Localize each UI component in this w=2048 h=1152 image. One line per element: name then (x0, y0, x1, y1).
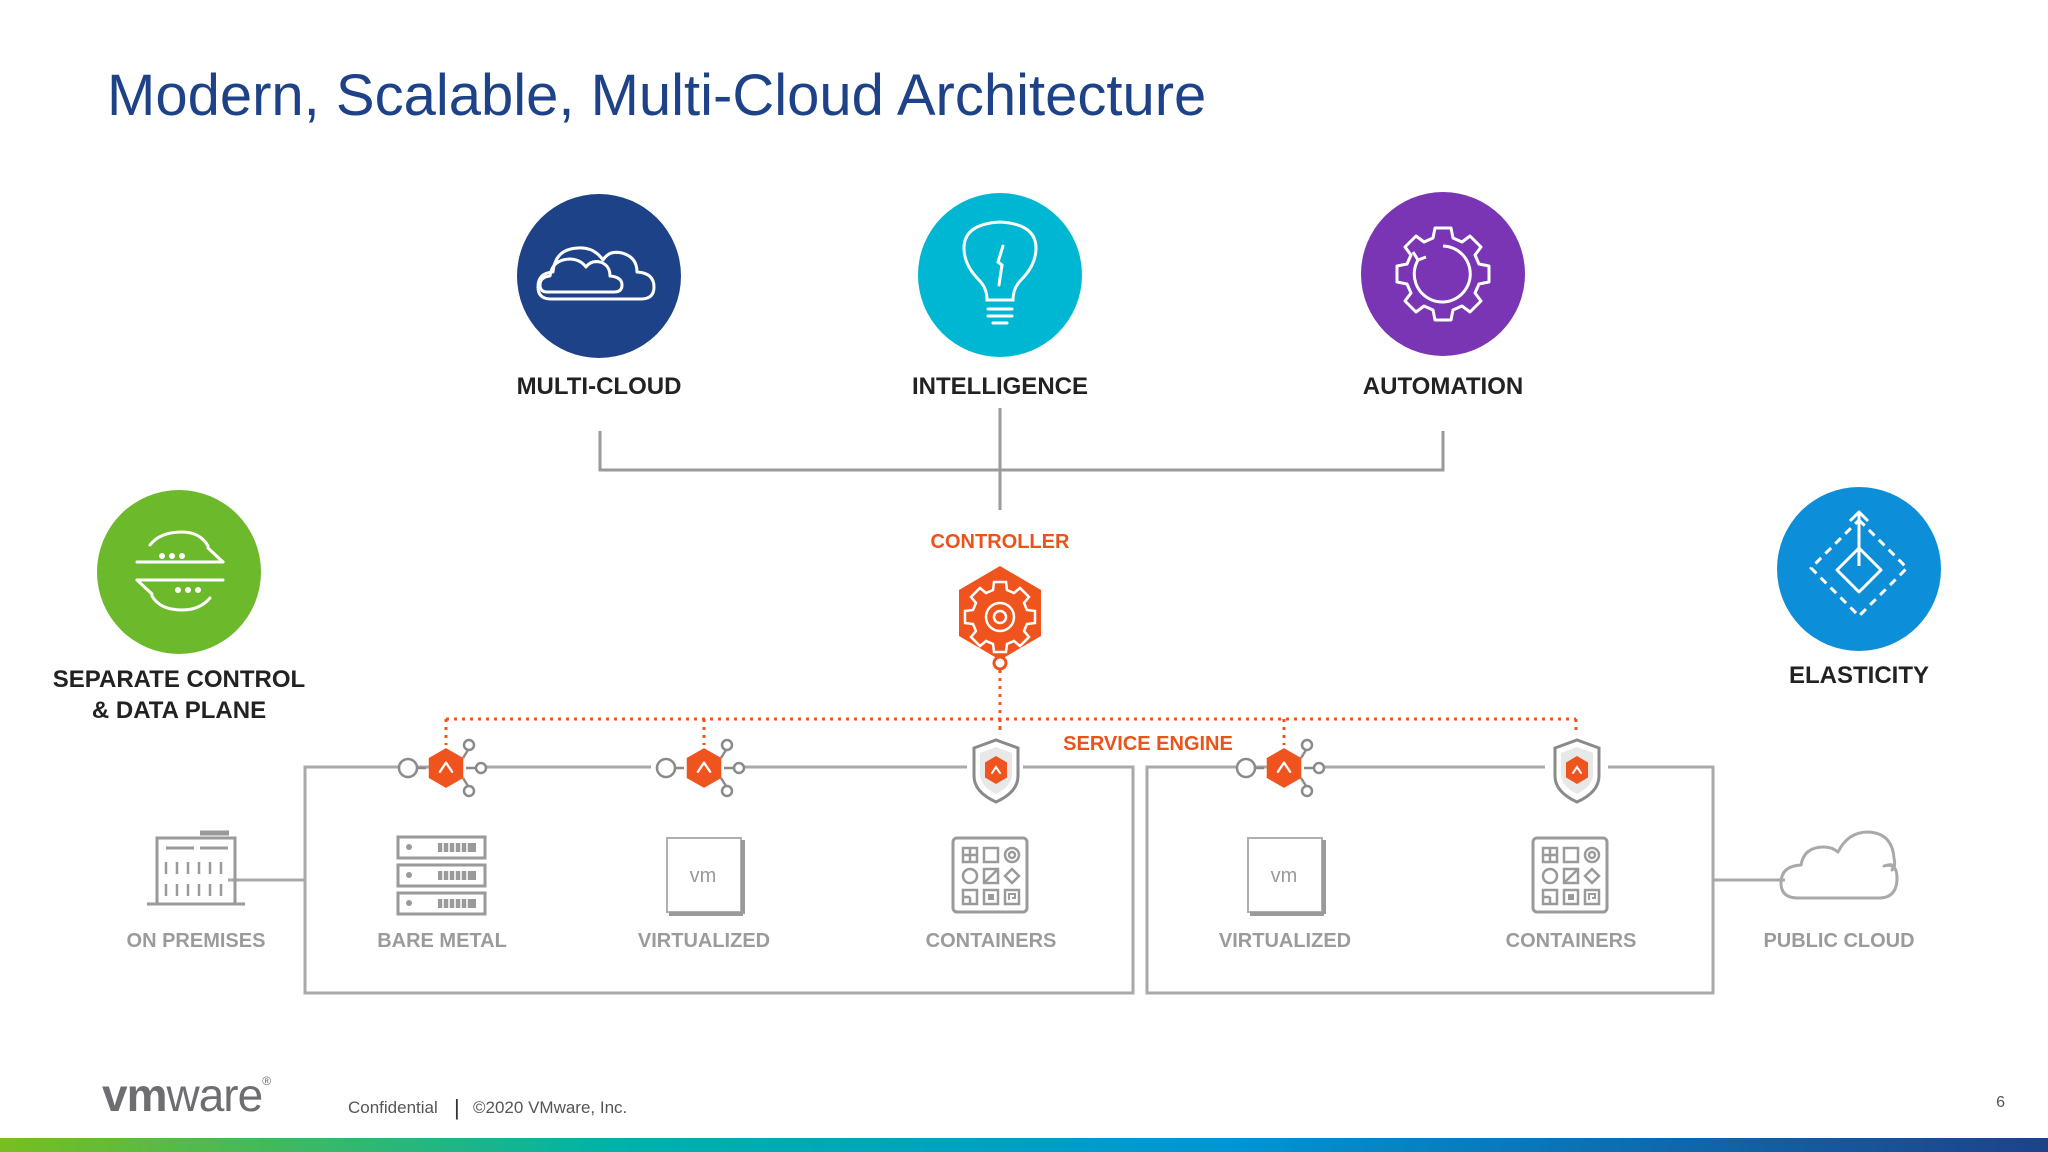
elasticity-label: ELASTICITY (1789, 662, 1929, 689)
virtualized-2-label: VIRTUALIZED (1219, 930, 1351, 952)
controller: CONTROLLER (931, 531, 1070, 671)
arrows-exchange-icon (135, 530, 225, 612)
server-rack-icon (396, 835, 487, 916)
confidential-label: Confidential (348, 1098, 438, 1117)
environment-frames (228, 765, 1785, 995)
pillar-intelligence: INTELLIGENCE (912, 193, 1088, 400)
service-engine-virtualized-1 (655, 738, 746, 798)
slide-title: Modern, Scalable, Multi-Cloud Architectu… (107, 63, 1207, 128)
service-engine-containers-2 (1553, 738, 1601, 804)
automation-badge (1361, 192, 1525, 356)
page-number: 6 (1996, 1094, 2005, 1111)
containers-2-label: CONTAINERS (1506, 930, 1637, 952)
footer-separator: | (454, 1095, 460, 1120)
lightbulb-icon (962, 220, 1038, 325)
public-cloud-label: PUBLIC CLOUD (1763, 930, 1914, 952)
on-premises-label: ON PREMISES (127, 930, 266, 952)
cloud-icon (1779, 830, 1899, 900)
separate-control-label: SEPARATE CONTROL (53, 666, 305, 693)
copyright-label: ©2020 VMware, Inc. (473, 1098, 628, 1117)
automation-label: AUTOMATION (1363, 373, 1523, 400)
virtualized-1: vm VIRTUALIZED (638, 836, 770, 952)
intelligence-label: INTELLIGENCE (912, 373, 1088, 400)
elasticity-badge (1777, 487, 1941, 651)
vmware-logo: vmware® (102, 1069, 271, 1121)
data-plane-label: & DATA PLANE (92, 697, 266, 724)
building-icon (147, 830, 245, 906)
controller-links (444, 670, 1578, 745)
multi-cloud-badge (517, 194, 681, 358)
containers-icon (951, 836, 1029, 914)
vm-text: vm (1271, 865, 1298, 887)
bare-metal-label: BARE METAL (377, 930, 507, 952)
containers-2: CONTAINERS (1506, 836, 1637, 952)
pillar-multi-cloud: MULTI-CLOUD (517, 194, 682, 400)
pillar-automation: AUTOMATION (1361, 192, 1525, 400)
service-engine-bare-metal (397, 738, 488, 798)
vm-text: vm (690, 865, 717, 887)
service-engine-virtualized-2 (1235, 738, 1326, 798)
brand-gradient-bar (0, 1138, 2048, 1152)
feature-elasticity: ELASTICITY (1777, 487, 1941, 689)
expand-diamond-icon (1809, 510, 1909, 618)
cloud-icon (536, 246, 656, 301)
service-engine-containers-1 (972, 738, 1020, 804)
virtualized-1-label: VIRTUALIZED (638, 930, 770, 952)
on-premises: ON PREMISES (127, 830, 266, 952)
containers-1: CONTAINERS (926, 836, 1057, 952)
bare-metal: BARE METAL (377, 835, 507, 952)
gear-icon (1395, 226, 1491, 322)
service-engine-label: SERVICE ENGINE (1063, 733, 1233, 755)
separate-control-badge (97, 490, 261, 654)
virtualized-2: vm VIRTUALIZED (1219, 836, 1351, 952)
multi-cloud-label: MULTI-CLOUD (517, 373, 682, 400)
controller-label: CONTROLLER (931, 531, 1070, 553)
controller-icon (959, 566, 1041, 660)
feature-separate-control: SEPARATE CONTROL & DATA PLANE (53, 490, 305, 724)
pillar-connector (598, 408, 1445, 510)
containers-icon (1531, 836, 1609, 914)
containers-1-label: CONTAINERS (926, 930, 1057, 952)
public-cloud: PUBLIC CLOUD (1763, 830, 1915, 952)
